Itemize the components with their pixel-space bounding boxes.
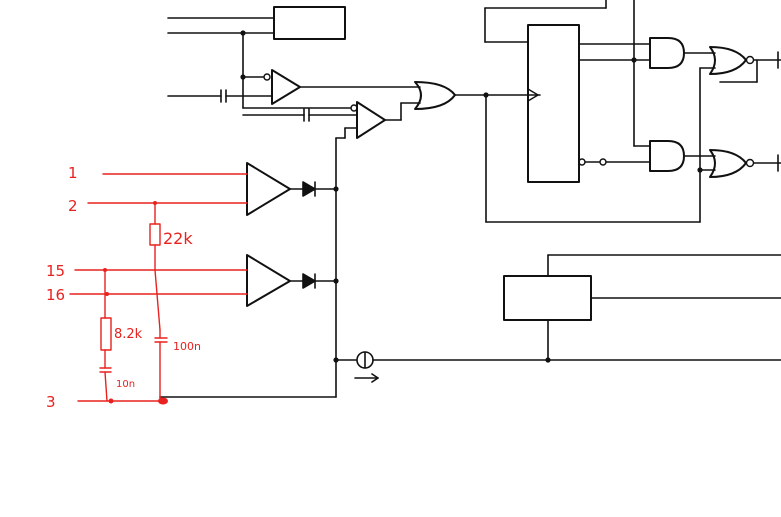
buffer-a [271,69,301,105]
pin-label-16: 16 [46,286,65,304]
pin-label-1: 1 [68,164,78,182]
red-dots [103,201,168,405]
lower-block [503,275,592,321]
or-gate-main [414,81,456,110]
diode-1 [302,181,316,197]
and-gate-top [649,37,685,69]
comparator-1 [246,162,291,216]
resistor-22k [149,223,161,246]
red-labels: 1 2 15 16 3 22k 8.2k 100n 10n [46,164,201,411]
label-10n: 10n [116,379,135,390]
pin-label-2: 2 [68,197,78,215]
and-gate-bottom [649,140,685,172]
pin-label-15: 15 [46,262,65,280]
resistor-8-2k [100,317,112,351]
label-22k: 22k [163,229,193,248]
diode-2 [302,273,316,289]
buffer-b [356,101,386,139]
black-circuit [159,0,781,398]
pin-label-3: 3 [46,393,56,411]
junction-dots [240,30,703,363]
comparator-2 [246,254,291,307]
top-block [273,6,346,40]
red-additions [69,173,248,402]
label-8-2k: 8.2k [114,327,143,342]
register-block [527,24,580,183]
nor-gate-top [709,46,747,75]
nor-gate-bottom [709,149,747,178]
label-100n: 100n [173,340,201,353]
